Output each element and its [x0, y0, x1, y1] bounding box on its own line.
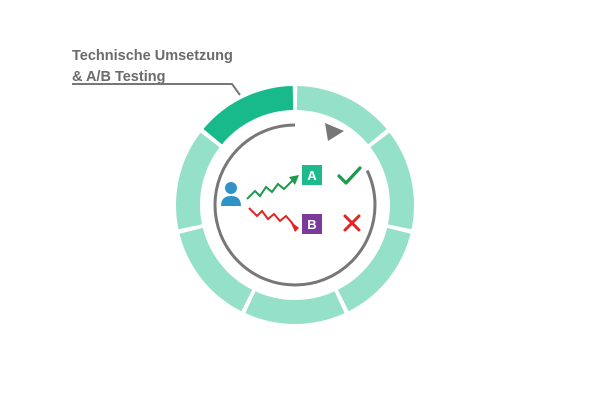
- process-ring: [176, 86, 415, 324]
- zigzag-down-arrow-icon: [248, 207, 299, 232]
- ring-segment: [179, 227, 253, 312]
- label-leader-line: [72, 83, 241, 96]
- variant-b-box: B: [302, 214, 322, 234]
- circular-arrowhead-icon: [325, 123, 344, 141]
- step-label-line-1: Technische Umsetzung: [72, 48, 233, 64]
- variant-a-label: A: [307, 168, 317, 183]
- step-label: Technische Umsetzung & A/B Testing: [72, 46, 233, 88]
- ring-segment: [176, 132, 220, 230]
- ring-segment: [296, 86, 387, 145]
- ring-segment: [245, 291, 345, 324]
- person-icon: [221, 182, 241, 206]
- ring-segment: [337, 227, 411, 312]
- ring-segment-highlighted: [203, 86, 294, 145]
- variant-b-label: B: [307, 217, 316, 232]
- checkmark-icon: [337, 166, 362, 185]
- step-label-line-2: & A/B Testing: [72, 69, 166, 85]
- cross-icon: [343, 214, 361, 232]
- zigzag-up-arrow-icon: [246, 175, 299, 200]
- circular-arrow-icon: [213, 123, 377, 287]
- variant-a-box: A: [302, 165, 322, 185]
- ring-segment: [370, 132, 415, 230]
